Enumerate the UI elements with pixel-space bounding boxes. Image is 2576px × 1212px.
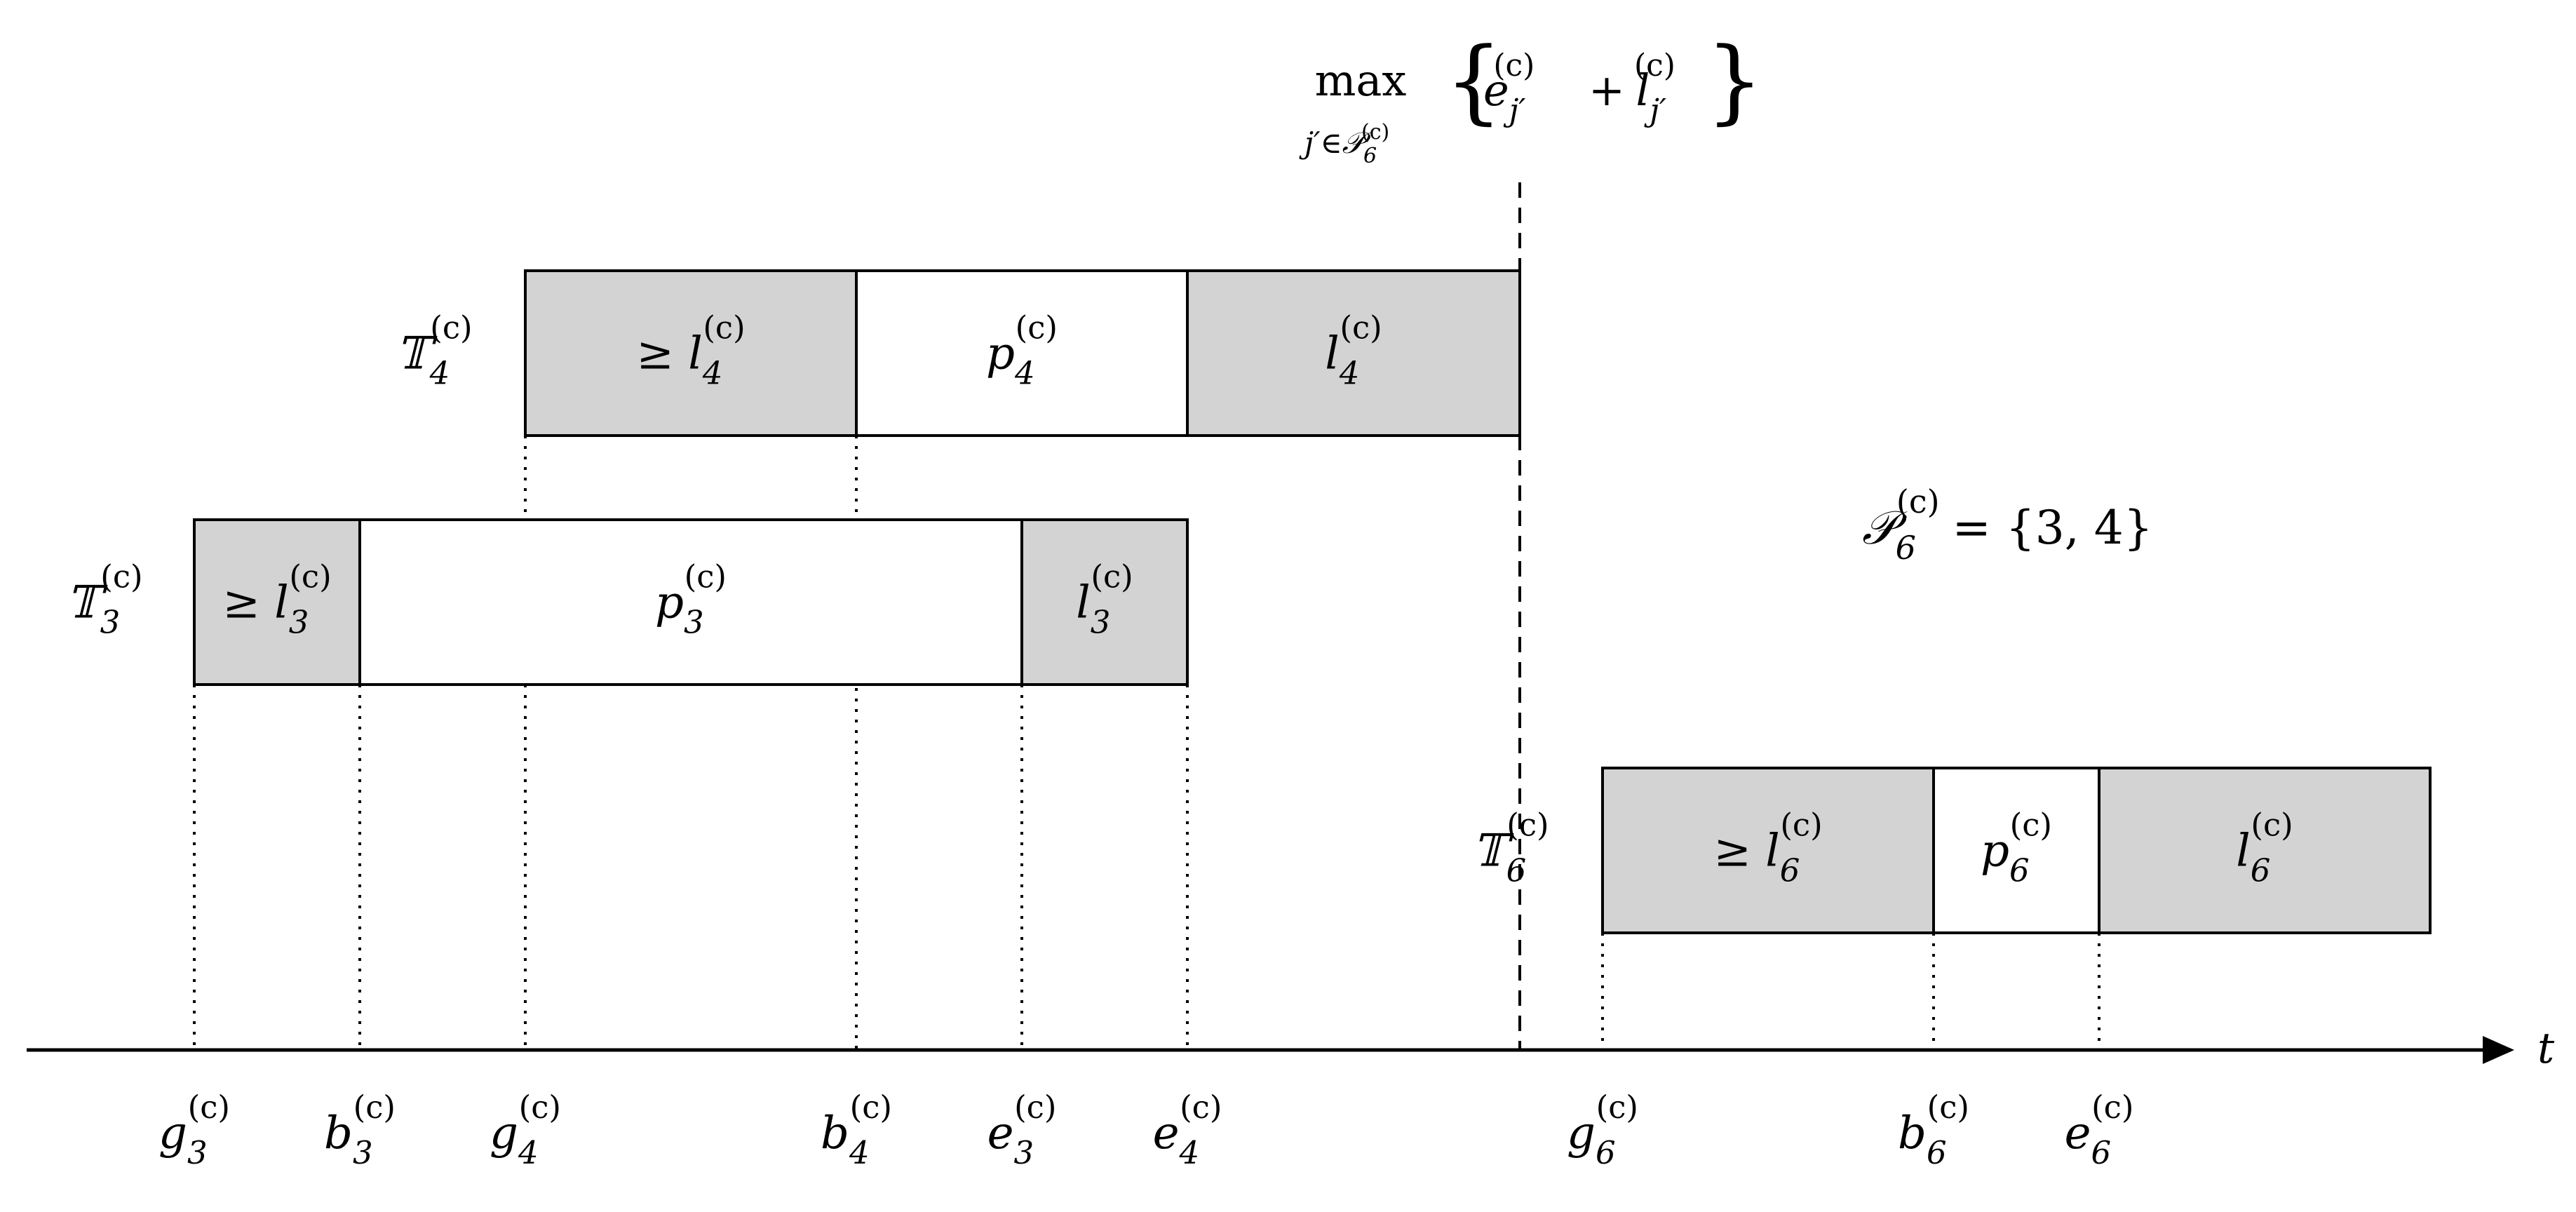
max-open-brace: {	[1445, 27, 1503, 134]
processing-segment	[358, 518, 1023, 686]
tick-label-b4: b4(c)	[821, 1089, 892, 1171]
lag-segment	[193, 518, 361, 686]
lag-segment	[524, 269, 858, 437]
time-tick-labels: g3(c) b3(c) g4(c) b4(c) e3(c) e4(c) g6(c) b6(c)…	[159, 1089, 2133, 1171]
lag-segment	[2098, 767, 2432, 934]
task-bar-6: ≥ l6(c) p6(c) l6(c)	[1601, 767, 2432, 934]
segment-label: ≥ l4(c)	[636, 309, 745, 392]
segment-label: p3(c)	[655, 558, 727, 641]
segment-label: l3(c)	[1076, 558, 1133, 641]
task-label-6: 𝕋6(c)	[1473, 807, 1549, 889]
max-annotation: max j′∈𝒫6(c) { ej′(c) + lj′(c) }	[1299, 27, 1764, 168]
tick-label-e3: e3(c)	[987, 1089, 1057, 1171]
tick-label-g3: g3(c)	[159, 1089, 230, 1171]
tick-label-e6: e6(c)	[2065, 1089, 2134, 1171]
lag-segment	[1020, 518, 1189, 686]
max-term-l: lj′(c)	[1634, 48, 1675, 128]
processing-segment	[1932, 767, 2100, 934]
tick-label-g4: g4(c)	[490, 1089, 561, 1171]
segment-label: l4(c)	[1325, 309, 1382, 392]
task-bar-4: ≥ l4(c) p4(c) l4(c)	[524, 269, 1521, 437]
segment-label: ≥ l6(c)	[1713, 807, 1822, 889]
predecessor-set-definition: 𝒫6(c)= {3, 4}	[1862, 483, 2153, 567]
task-bar-3: ≥ l3(c) p3(c) l3(c)	[193, 518, 1189, 686]
processing-segment	[855, 269, 1189, 437]
tick-label-b6: b6(c)	[1898, 1089, 1969, 1171]
max-term-e: ej′(c)	[1483, 48, 1535, 128]
dotted-guide-lines	[193, 436, 2100, 1050]
task-bars: ≥ l4(c) p4(c) l4(c) ≥ l3(c) p3(c) l3(c) ≥ l6(c…	[193, 269, 2432, 934]
task-label-3: 𝕋3(c)	[67, 558, 143, 641]
tick-label-e4: e4(c)	[1153, 1089, 1222, 1171]
time-axis-label: t	[2537, 1024, 2555, 1073]
task-label-4: 𝕋4(c)	[396, 309, 473, 392]
tick-label-g6: g6(c)	[1567, 1089, 1638, 1171]
lag-segment	[1601, 767, 1935, 934]
tick-label-b3: b3(c)	[324, 1089, 396, 1171]
max-close-brace: }	[1706, 27, 1764, 134]
segment-label: p4(c)	[986, 309, 1058, 392]
max-subscript: j′∈𝒫6(c)	[1299, 120, 1389, 168]
task-row-labels: 𝕋4(c) 𝕋3(c) 𝕋6(c)	[67, 309, 1549, 889]
lag-segment	[1186, 269, 1521, 437]
segment-label: l6(c)	[2236, 807, 2293, 889]
segment-label: p6(c)	[1981, 807, 2052, 889]
max-operator: max	[1315, 55, 1407, 106]
max-plus-sign: +	[1589, 65, 1625, 116]
segment-label: ≥ l3(c)	[222, 558, 331, 641]
